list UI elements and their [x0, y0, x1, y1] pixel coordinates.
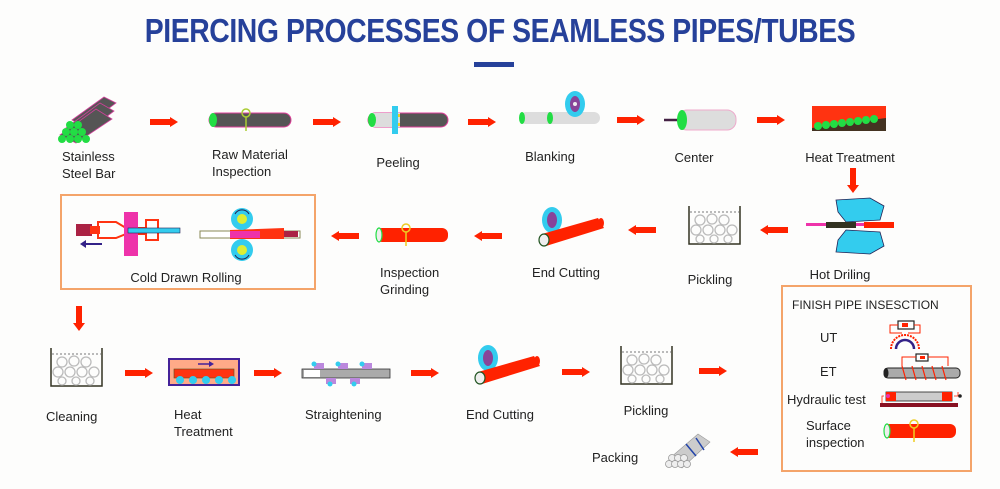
inspection-label: ET	[820, 364, 837, 379]
step-label: End Cutting	[532, 265, 600, 280]
pickling-tank-icon	[620, 346, 673, 385]
pipe-bundle-icon	[665, 433, 711, 469]
step-label: Center	[674, 150, 714, 165]
end-cutting-saw-icon	[538, 207, 604, 247]
surface-inspection-pipe-icon	[883, 419, 956, 442]
step-label: Raw Material Inspection	[212, 147, 288, 179]
arrow-right-icon	[699, 366, 727, 376]
center-bar-icon	[664, 109, 737, 131]
arrow-left-icon	[474, 231, 502, 241]
arrow-right-icon	[468, 117, 496, 127]
heat-furnace-icon	[812, 106, 886, 131]
arrow-right-icon	[757, 115, 785, 125]
ultrasonic-test-icon	[889, 320, 921, 350]
cold-drawing-die-icon	[76, 212, 181, 256]
arrow-down-icon	[73, 306, 85, 331]
arrow-right-icon	[411, 368, 439, 378]
arrow-right-icon	[313, 117, 341, 127]
arrow-down-icon	[847, 168, 859, 193]
arrow-right-icon	[125, 368, 153, 378]
rolling-mill-icon	[199, 208, 301, 261]
step-label: Stainless Steel Bar	[62, 149, 116, 181]
step-label: Peeling	[376, 155, 420, 170]
steel-bar-bundle-icon	[58, 96, 117, 144]
end-cutting-saw-icon	[474, 345, 540, 385]
step-label: Packing	[592, 450, 639, 465]
step-label: Straightening	[305, 407, 382, 422]
inspection-label: Surface inspection	[806, 418, 865, 450]
step-label: Heat Treatment	[174, 407, 233, 439]
inspection-bar-icon	[208, 108, 292, 131]
peeling-bar-icon	[367, 106, 449, 134]
step-label: Blanking	[525, 149, 575, 164]
arrow-left-icon	[730, 447, 758, 457]
arrow-left-icon	[331, 231, 359, 241]
arrow-right-icon	[254, 368, 282, 378]
blanking-saw-icon	[519, 91, 600, 124]
arrow-left-icon	[760, 225, 788, 235]
finish-inspection-title: FINISH PIPE INSESCTION	[792, 298, 939, 312]
step-label: Cold Drawn Rolling	[130, 270, 242, 285]
straightening-rolls-icon	[301, 361, 391, 387]
inspection-label: Hydraulic test	[787, 392, 866, 407]
step-label: Cleaning	[46, 409, 98, 424]
arrow-right-icon	[150, 117, 178, 127]
step-label: Heat Treatment	[805, 150, 895, 165]
step-label: Hot Driling	[809, 267, 871, 282]
hot-piercing-rolls-icon	[806, 197, 894, 255]
arrow-right-icon	[562, 367, 590, 377]
heat-treatment-furnace-icon	[168, 358, 240, 386]
title-underline	[474, 62, 514, 67]
cold-drawn-rolling-box	[60, 194, 316, 290]
inspection-pipe-icon	[375, 223, 448, 246]
finish-pipe-inspection-box	[781, 285, 972, 472]
page-title: PIERCING PROCESSES OF SEAMLESS PIPES/TUB…	[144, 12, 856, 49]
step-label: Pickling	[687, 272, 733, 287]
step-label: Pickling	[623, 403, 669, 418]
eddy-current-test-icon	[883, 353, 961, 381]
step-label: End Cutting	[466, 407, 534, 422]
arrow-left-icon	[628, 225, 656, 235]
hydraulic-test-icon	[880, 391, 962, 407]
step-label: Inspection Grinding	[380, 265, 440, 297]
pickling-tank-icon	[688, 206, 741, 245]
inspection-label: UT	[820, 330, 838, 345]
arrow-right-icon	[617, 115, 645, 125]
cleaning-tank-icon	[50, 348, 103, 387]
